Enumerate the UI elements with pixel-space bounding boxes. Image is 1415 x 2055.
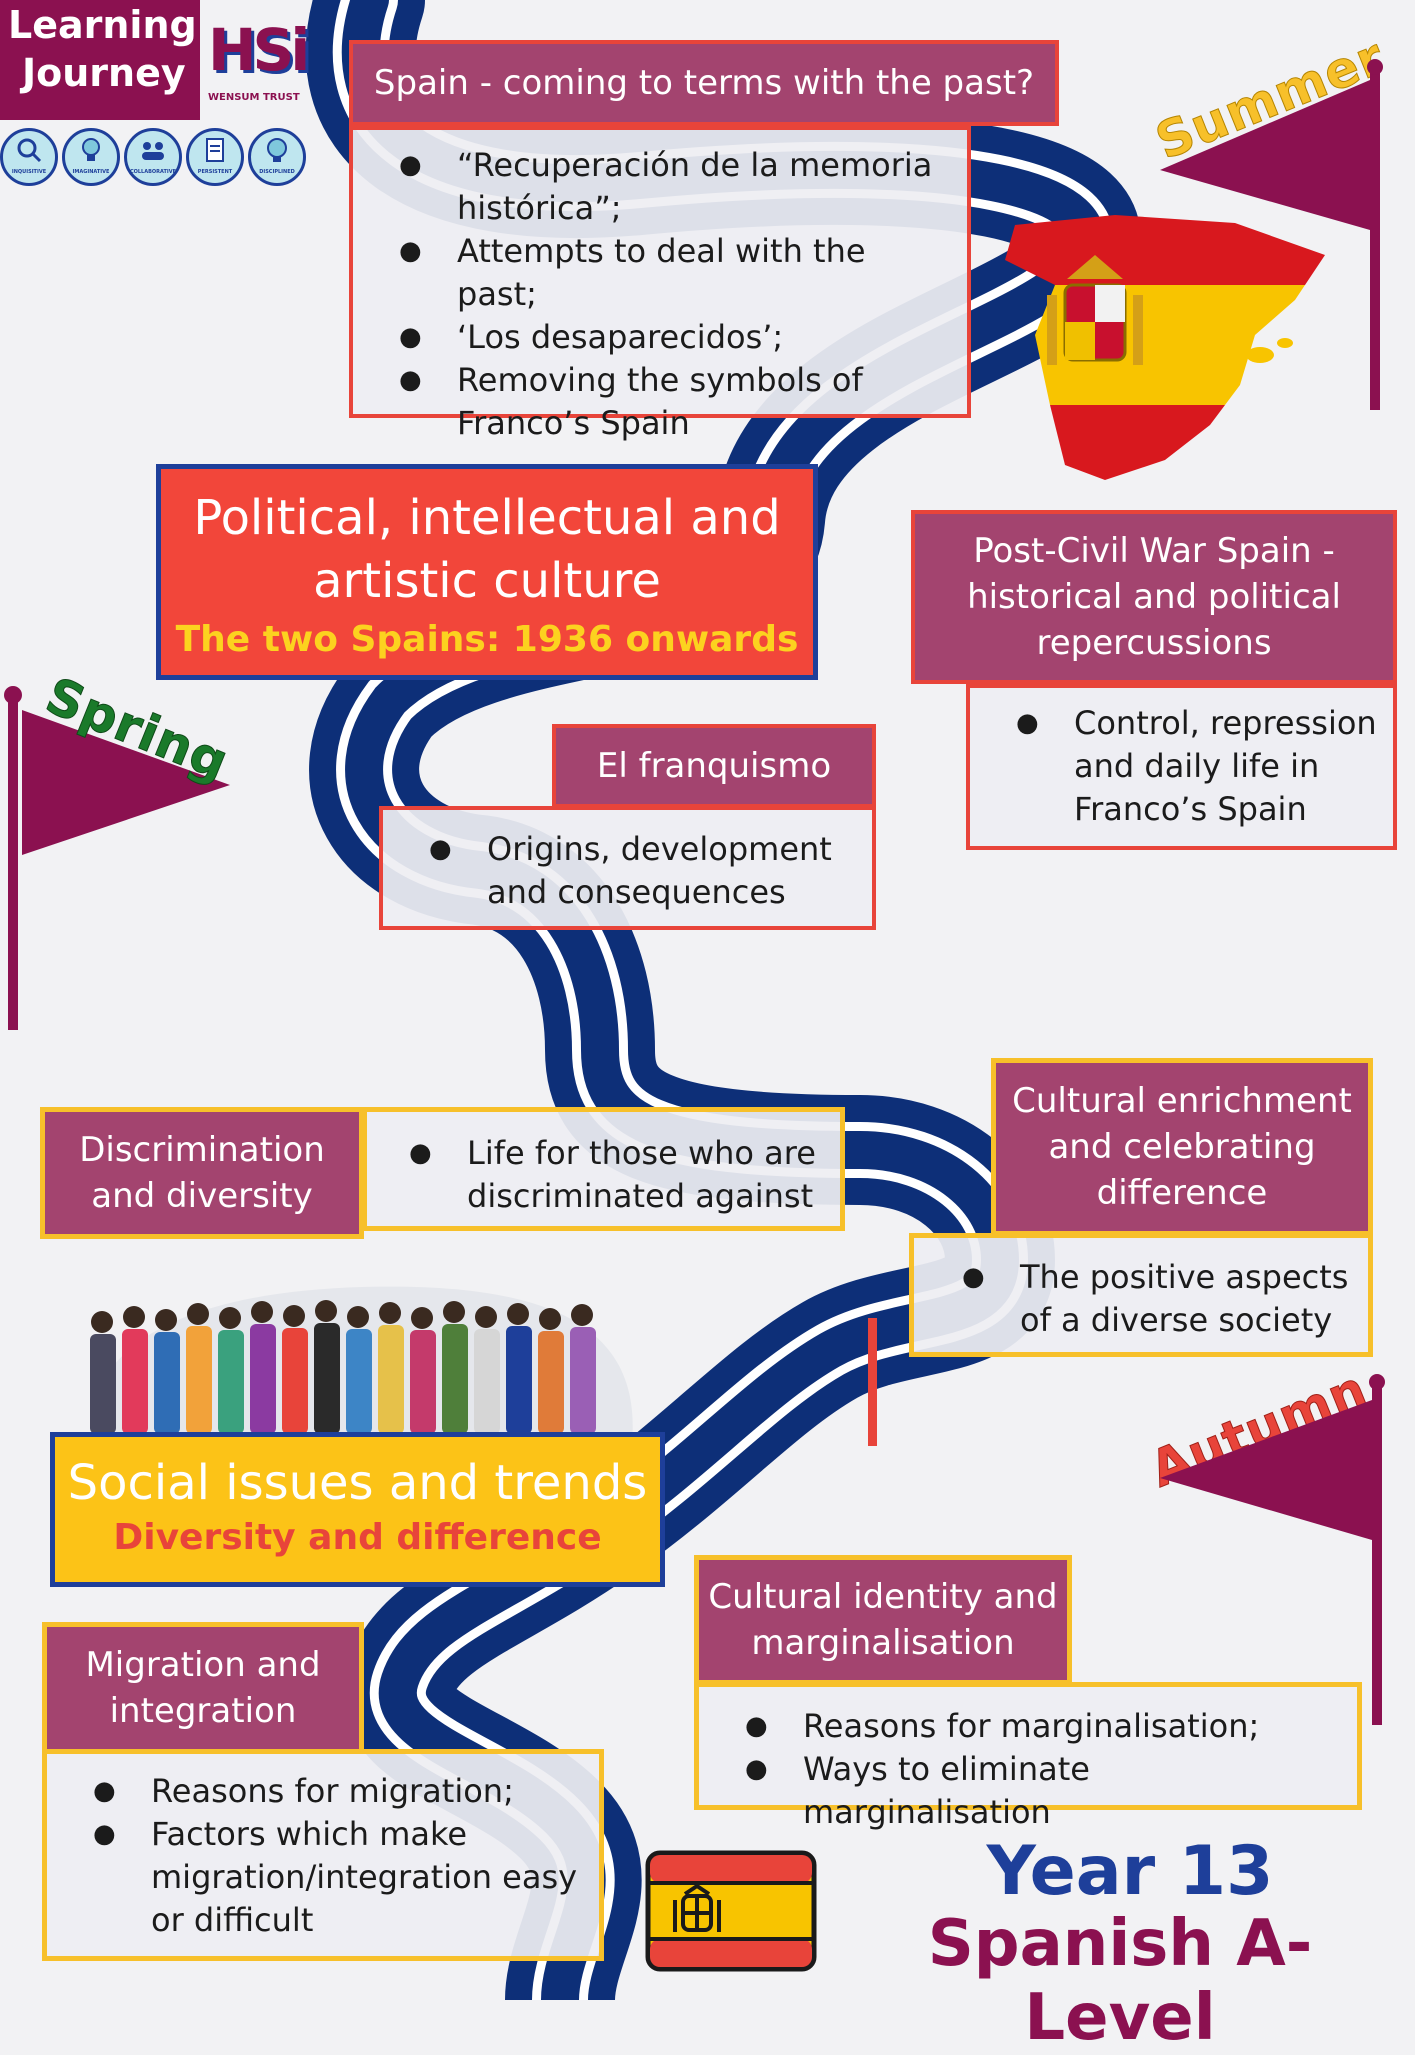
franquismo-list: ●Origins, development and consequences: [429, 828, 862, 914]
bullet-icon: ●: [399, 150, 422, 180]
coat-of-arms-icon: [1047, 255, 1143, 365]
bullet-icon: ●: [745, 1754, 768, 1784]
list-item: ●The positive aspects of a diverse socie…: [962, 1258, 1349, 1339]
list-item: ●Reasons for marginalisation;: [745, 1705, 1347, 1748]
value-label: PERSISTENT: [197, 169, 233, 175]
cultural-enrichment-box: ●The positive aspects of a diverse socie…: [909, 1233, 1373, 1357]
autumn-pennant-icon: [1160, 1374, 1385, 1725]
magnifier-icon: [17, 138, 42, 163]
value-inquisitive: INQUISITIVE: [0, 128, 58, 186]
monogram-text: HSi: [208, 16, 310, 84]
value-label: DISCIPLINED: [259, 169, 295, 175]
discrimination-box: ●Life for those who are discriminated ag…: [362, 1107, 845, 1231]
theme-political-subtitle: The two Spains: 1936 onwards: [175, 619, 799, 660]
theme-social-title-box: Social issues and trends Diversity and d…: [50, 1432, 665, 1587]
cultural-identity-box: ●Reasons for marginalisation; ●Ways to e…: [694, 1682, 1362, 1831]
head-icon: [267, 138, 287, 162]
list-item: ●Ways to eliminate marginalisation: [745, 1750, 1090, 1831]
list-item: ●Control, repression and daily life in F…: [1016, 704, 1377, 828]
value-label: INQUISITIVE: [11, 169, 47, 175]
bullet-icon: ●: [93, 1776, 116, 1806]
theme-political-title: Political, intellectual and artistic cul…: [193, 490, 781, 609]
school-values: INQUISITIVE IMAGINATIVE COLLABORATIVE PE…: [0, 128, 318, 190]
cultural-enrichment-header: Cultural enrichment and celebrating diff…: [991, 1058, 1373, 1236]
theme-political-title-box: Political, intellectual and artistic cul…: [156, 464, 818, 680]
bullet-icon: ●: [962, 1262, 985, 1292]
cultural-identity-header: Cultural identity and marginalisation: [694, 1555, 1072, 1685]
people-icon: [142, 142, 164, 160]
document-icon: [206, 138, 224, 162]
bullet-icon: ●: [409, 1138, 432, 1168]
spain-past-list: ●“Recuperación de la memoria histórica”;…: [399, 144, 947, 445]
trust-name: WENSUM TRUST: [208, 92, 300, 103]
summer-pennant-icon: [1160, 59, 1383, 410]
list-item: ●Removing the symbols of Franco’s Spain: [399, 361, 863, 442]
bullet-icon: ●: [399, 236, 422, 266]
course-year: Year 13: [986, 1832, 1274, 1911]
bullet-icon: ●: [745, 1711, 768, 1741]
post-civil-war-box: ●Control, repression and daily life in F…: [966, 684, 1397, 850]
diverse-crowd-illustration: [90, 1286, 633, 1442]
course-name: Spanish A-Level: [927, 1907, 1313, 2055]
migration-list: ●Reasons for migration; ●Factors which m…: [93, 1770, 589, 1942]
spain-flag-icon: [645, 1850, 817, 1972]
learning-journey-logo: Learning Journey: [0, 0, 200, 120]
list-item: ●Reasons for migration;: [93, 1770, 589, 1813]
spain-past-header: Spain - coming to terms with the past?: [349, 40, 1059, 126]
value-label: COLLABORATIVE: [129, 169, 177, 175]
value-imaginative: IMAGINATIVE: [62, 128, 120, 186]
cultural-enrichment-list: ●The positive aspects of a diverse socie…: [962, 1256, 1358, 1342]
bullet-icon: ●: [399, 322, 422, 352]
list-item: ●‘Los desaparecidos’;: [399, 316, 947, 359]
list-item: ●“Recuperación de la memoria histórica”;: [399, 146, 933, 227]
discrimination-list: ●Life for those who are discriminated ag…: [409, 1132, 830, 1218]
spain-flag-map: [1005, 215, 1325, 480]
bullet-icon: ●: [399, 365, 422, 395]
bullet-icon: ●: [429, 834, 452, 864]
list-item: ●Factors which make migration/integratio…: [93, 1815, 578, 1939]
bullet-icon: ●: [93, 1819, 116, 1849]
list-item: ●Origins, development and consequences: [429, 830, 832, 911]
logo-line-1: Learning: [8, 3, 197, 47]
value-persistent: PERSISTENT: [186, 128, 244, 186]
logo-line-2: Journey: [22, 51, 186, 95]
value-label: IMAGINATIVE: [72, 169, 110, 175]
theme-social-subtitle: Diversity and difference: [113, 1517, 602, 1558]
school-monogram: HSi WENSUM TRUST: [208, 10, 310, 110]
migration-box: ●Reasons for migration; ●Factors which m…: [42, 1749, 604, 1961]
coat-of-arms-icon: [673, 1883, 721, 1932]
theme-social-title: Social issues and trends: [67, 1455, 648, 1511]
discrimination-header: Discrimination and diversity: [40, 1107, 364, 1239]
migration-header: Migration and integration: [42, 1622, 364, 1754]
lightbulb-icon: [82, 138, 100, 161]
spain-past-box: ●“Recuperación de la memoria histórica”;…: [349, 126, 971, 442]
franquismo-box: ●Origins, development and consequences: [379, 806, 876, 930]
list-item: ●Life for those who are discriminated ag…: [409, 1134, 816, 1215]
spring-pennant-icon: [4, 686, 230, 1030]
post-civil-war-header: Post-Civil War Spain - historical and po…: [911, 510, 1397, 684]
value-collaborative: COLLABORATIVE: [124, 128, 182, 186]
value-disciplined: DISCIPLINED: [248, 128, 306, 186]
bullet-icon: ●: [1016, 708, 1039, 738]
franquismo-header: El franquismo: [552, 724, 876, 808]
post-civil-war-list: ●Control, repression and daily life in F…: [1016, 702, 1383, 831]
cultural-identity-list: ●Reasons for marginalisation; ●Ways to e…: [745, 1705, 1347, 1834]
list-item: ●Attempts to deal with the past;: [399, 232, 866, 313]
